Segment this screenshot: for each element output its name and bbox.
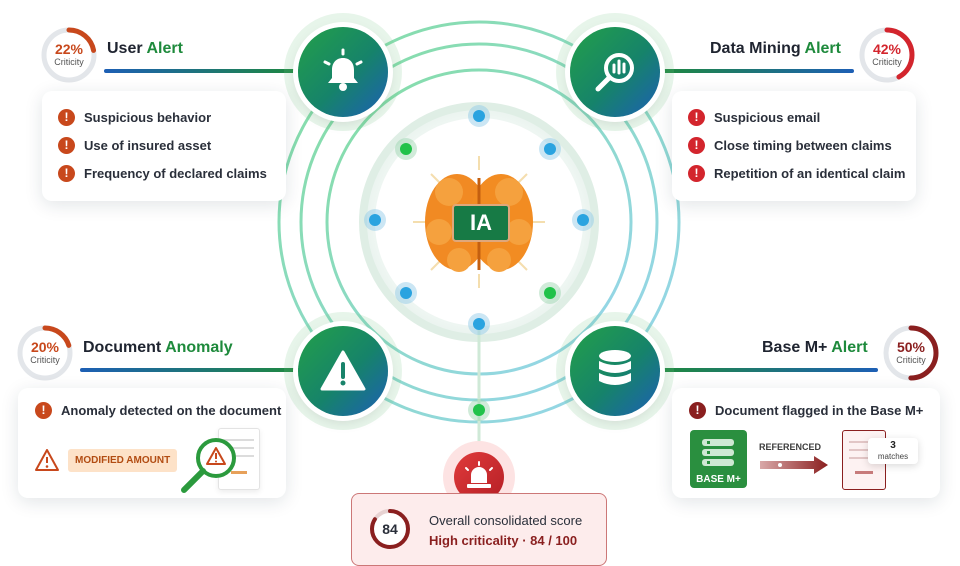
gauge-percent: 22% [54, 41, 84, 57]
gauge-label: Criticity [896, 355, 926, 365]
list-item-label: Repetition of an identical claim [714, 165, 906, 181]
siren-icon [465, 461, 493, 488]
list-item: ! Use of insured asset [58, 131, 286, 159]
database-stack-icon [599, 350, 631, 385]
document-anomaly-card: ! Anomaly detected on the document MODIFI… [18, 388, 286, 498]
connector-line [104, 69, 304, 73]
exclamation-icon: ! [58, 136, 75, 154]
gauge-label: Criticity [54, 57, 84, 67]
magnifier-chart-icon [595, 53, 634, 92]
base-m-card: ! Document flagged in the Base M+ BASE M+… [672, 388, 940, 498]
base-m-database-tile: BASE M+ [690, 430, 747, 488]
score-card: 84 Overall consolidated score High criti… [351, 493, 607, 566]
list-item-label: Document flagged in the Base M+ [715, 402, 924, 418]
gauge-percent: 42% [872, 41, 902, 57]
score-gauge: 84 [368, 507, 412, 551]
database-icon [702, 439, 734, 466]
connector-line [656, 368, 878, 372]
orbit-dot [473, 318, 485, 330]
list-item-label: Frequency of declared claims [84, 165, 267, 181]
document-thumbnail [218, 428, 260, 490]
title-accent: Alert [146, 40, 183, 57]
list-item: ! Suspicious behavior [58, 103, 286, 131]
list-item: ! Anomaly detected on the document [35, 396, 281, 424]
modified-amount-chip: MODIFIED AMOUNT [68, 449, 178, 472]
orbit-dot [544, 143, 556, 155]
list-item: ! Document flagged in the Base M+ [689, 396, 923, 424]
database-label: BASE M+ [696, 474, 741, 485]
data-mining-card: ! Suspicious email ! Close timing between … [672, 91, 916, 201]
document-anomaly-title: Document Anomaly [83, 339, 233, 357]
list-item: ! Suspicious email [688, 103, 916, 131]
matches-badge: 3 matches [868, 438, 918, 464]
title-accent: Anomaly [165, 339, 233, 356]
orbit-dot [369, 214, 381, 226]
user-alert-gauge: 22%Criticity [40, 26, 98, 84]
base-m-gauge: 50%Criticity [882, 324, 940, 382]
list-item: ! Close timing between claims [688, 131, 916, 159]
orbit-dot [577, 214, 589, 226]
warning-icon [320, 350, 366, 391]
score-value: 84 [382, 521, 398, 537]
data-mining-gauge: 42%Criticity [858, 26, 916, 84]
data-mining-node [556, 13, 674, 131]
orbit-dot [400, 287, 412, 299]
arrow-right-icon [760, 456, 828, 474]
ia-badge: IA [452, 204, 510, 242]
exclamation-icon: ! [688, 136, 705, 154]
title-main: Base M+ [762, 339, 832, 356]
user-alert-title: User Alert [107, 40, 183, 58]
document-anomaly-node [284, 312, 402, 430]
document-anomaly-gauge: 20%Criticity [16, 324, 74, 382]
matches-count: 3 [890, 440, 896, 451]
matches-label: matches [877, 452, 909, 461]
list-item-label: Suspicious email [714, 109, 821, 125]
orbit-dot [400, 143, 412, 155]
user-alert-node [284, 13, 402, 131]
list-item-label: Suspicious behavior [84, 109, 212, 125]
connector-line [656, 69, 854, 73]
exclamation-icon: ! [689, 401, 706, 419]
list-item: ! Repetition of an identical claim [688, 159, 916, 187]
score-subtitle: High criticality · 84 / 100 [429, 533, 578, 548]
exclamation-icon: ! [58, 164, 75, 182]
orbit-dot [473, 404, 485, 416]
gauge-label: Criticity [30, 355, 60, 365]
exclamation-icon: ! [688, 164, 705, 182]
gauge-percent: 20% [30, 339, 60, 355]
gauge-label: Criticity [872, 57, 902, 67]
exclamation-icon: ! [688, 108, 705, 126]
referenced-label: REFERENCED [759, 442, 822, 452]
bell-icon [323, 48, 363, 91]
list-item-label: Anomaly detected on the document [61, 402, 282, 418]
warning-triangle-icon [35, 449, 59, 471]
base-m-node [556, 312, 674, 430]
exclamation-icon: ! [35, 401, 52, 419]
list-item: ! Frequency of declared claims [58, 159, 286, 187]
data-mining-alert-title: Data Mining Alert [710, 40, 841, 58]
gauge-percent: 50% [896, 339, 926, 355]
user-alert-card: ! Suspicious behavior ! Use of insured ass… [42, 91, 286, 201]
orbit-dot [544, 287, 556, 299]
orbit-dot [473, 110, 485, 122]
title-main: Data Mining [710, 40, 805, 57]
list-item-label: Close timing between claims [714, 137, 892, 153]
title-accent: Alert [804, 40, 841, 57]
score-title: Overall consolidated score [429, 513, 583, 528]
magnifier-warning-icon [181, 438, 236, 493]
list-item-label: Use of insured asset [84, 137, 212, 153]
connector-line [80, 368, 304, 372]
base-m-alert-title: Base M+ Alert [762, 339, 868, 357]
title-accent: Alert [831, 339, 868, 356]
title-main: Document [83, 339, 166, 356]
title-main: User [107, 40, 147, 57]
brain-icon [413, 156, 545, 288]
exclamation-icon: ! [58, 108, 75, 126]
